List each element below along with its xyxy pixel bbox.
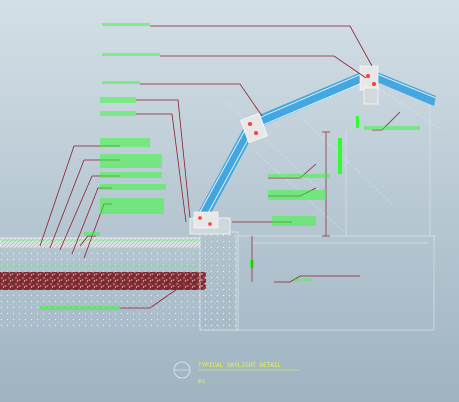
- drawing-title: TYPICAL SKYLIGHT DETAIL: [198, 362, 281, 369]
- upper-glazing-panel: [252, 70, 370, 128]
- callout-bar: [102, 23, 150, 26]
- callout-bar: [100, 111, 136, 116]
- callout-bar: [100, 198, 164, 214]
- callout-bar: [100, 138, 150, 147]
- callout-labels: ROOF LEVEL: [40, 23, 420, 310]
- callout-bar: [100, 184, 166, 190]
- construction-lines: [225, 71, 443, 233]
- gaskets: [198, 74, 376, 226]
- title-block: TYPICAL SKYLIGHT DETAIL NTS: [173, 361, 300, 384]
- callout-bar: [364, 126, 420, 130]
- roof-level-label: ROOF LEVEL: [294, 278, 313, 282]
- callout-bar: [268, 174, 330, 178]
- callout-bar: [268, 190, 326, 200]
- callout-bar: [102, 81, 140, 84]
- callout-bar: [100, 97, 136, 103]
- drawing-scale: NTS: [198, 379, 206, 384]
- callout-bar: [84, 232, 100, 236]
- callout-bar: [272, 216, 316, 226]
- frame-mullions: [193, 65, 379, 229]
- callout-bar: [102, 53, 160, 56]
- ridge-glazing-panel: [371, 70, 437, 106]
- dimension-lines: [251, 131, 330, 282]
- lower-glazing-panel: [194, 120, 258, 226]
- roof-deck: [0, 237, 201, 273]
- callout-bar: [100, 172, 162, 178]
- callout-bar: [40, 306, 120, 310]
- gravel-ballast: [0, 272, 206, 290]
- callout-bar: [100, 154, 162, 168]
- curb-block: [199, 231, 239, 331]
